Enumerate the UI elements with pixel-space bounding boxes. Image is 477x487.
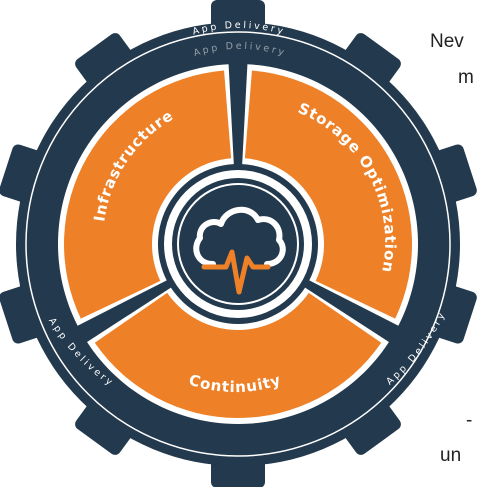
- segment-infrastructure: [63, 70, 232, 319]
- side-text-line-2: m: [458, 67, 474, 88]
- side-text-line-3: -: [466, 410, 473, 431]
- cloud-heartbeat-icon: [193, 207, 286, 295]
- segments-group: [58, 64, 418, 424]
- segment-storage-optimization: [244, 70, 412, 319]
- side-text-line-1: Nev: [430, 31, 464, 52]
- segment-continuity: [94, 292, 382, 418]
- center-core: [172, 178, 304, 310]
- center-inner-ring: [177, 183, 299, 305]
- side-text-line-4: un: [440, 445, 462, 466]
- outer-ring-line: [25, 31, 451, 457]
